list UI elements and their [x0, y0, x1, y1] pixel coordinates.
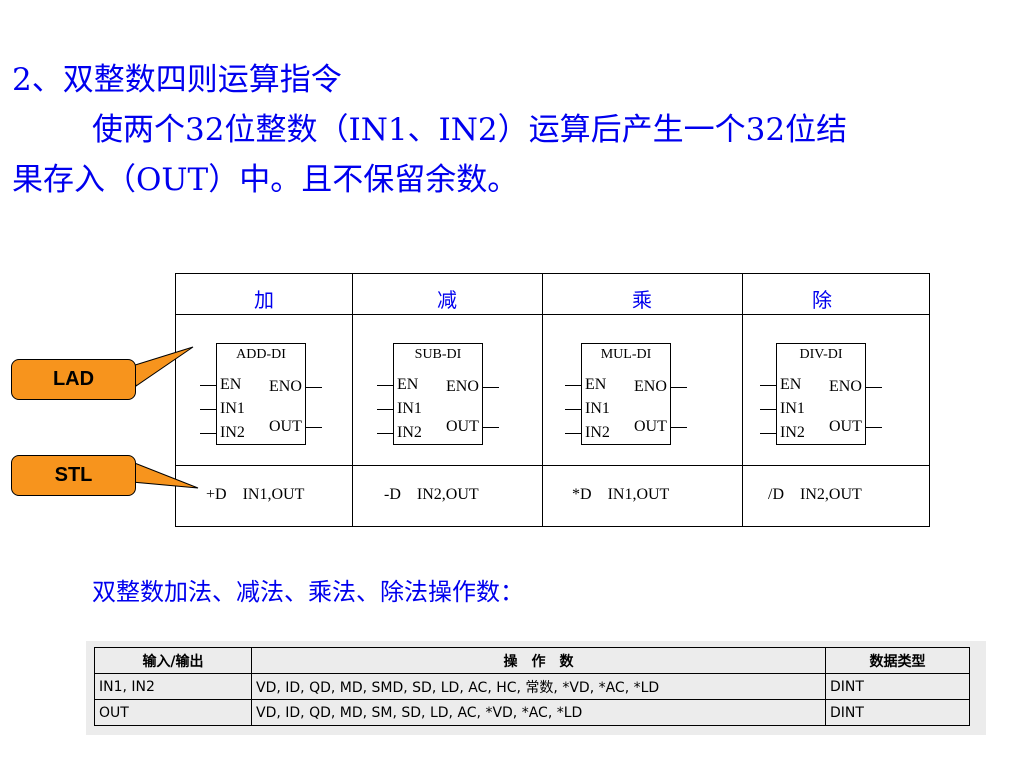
- header-datatype: 数据类型: [825, 647, 970, 674]
- stl-op: /D: [768, 486, 784, 503]
- pin-in2: IN2: [397, 424, 422, 441]
- pin-out: OUT: [269, 418, 302, 435]
- column-divider: [742, 274, 743, 526]
- pin-en: EN: [397, 376, 419, 393]
- header-sub: 减: [437, 288, 457, 312]
- stl-op: -D: [384, 486, 401, 503]
- pin-in1: IN1: [397, 400, 422, 417]
- header-div: 除: [812, 288, 832, 312]
- block-name: ADD-DI: [236, 347, 286, 362]
- pin-in2: IN2: [220, 424, 245, 441]
- div-di-block: DIV-DI EN ENO IN1 IN2 OUT: [776, 343, 866, 445]
- cell-datatype: DINT: [825, 673, 970, 700]
- instruction-table: 加 减 乘 除 ADD-DI EN ENO IN1 IN2 OUT SUB-DI…: [175, 273, 930, 527]
- pin-en: EN: [220, 376, 242, 393]
- pin-eno: ENO: [829, 378, 862, 395]
- pin-eno: ENO: [269, 378, 302, 395]
- pin-eno: ENO: [446, 378, 479, 395]
- cell-io: IN1, IN2: [94, 673, 252, 700]
- operand-table: 输入/输出 操 作 数 数据类型 IN1, IN2 VD, ID, QD, MD…: [94, 647, 970, 726]
- stl-args: IN2,OUT: [416, 486, 479, 503]
- header-io: 输入/输出: [94, 647, 252, 674]
- stl-args: IN1,OUT: [242, 486, 305, 503]
- column-divider: [542, 274, 543, 526]
- cell-operands: VD, ID, QD, MD, SMD, SD, LD, AC, HC, 常数,…: [251, 673, 826, 700]
- pin-out: OUT: [634, 418, 667, 435]
- pin-in1: IN1: [780, 400, 805, 417]
- description-line-2: 果存入（OUT）中。且不保留余数。: [12, 162, 519, 198]
- cell-operands: VD, ID, QD, MD, SM, SD, LD, AC, *VD, *AC…: [251, 699, 826, 726]
- lad-callout: LAD: [11, 359, 136, 400]
- header-add: 加: [254, 288, 274, 312]
- stl-div: /D IN2,OUT: [768, 486, 862, 504]
- page-title: 2、双整数四则运算指令: [12, 62, 342, 98]
- cell-datatype: DINT: [825, 699, 970, 726]
- pin-in2: IN2: [585, 424, 610, 441]
- pin-out: OUT: [446, 418, 479, 435]
- row-divider: [176, 314, 929, 315]
- pin-in1: IN1: [220, 400, 245, 417]
- table-row: IN1, IN2 VD, ID, QD, MD, SMD, SD, LD, AC…: [94, 673, 970, 700]
- description-line-1: 使两个32位整数（IN1、IN2）运算后产生一个32位结: [92, 112, 848, 148]
- stl-op: *D: [572, 486, 592, 503]
- add-di-block: ADD-DI EN ENO IN1 IN2 OUT: [216, 343, 306, 445]
- sub-di-block: SUB-DI EN ENO IN1 IN2 OUT: [393, 343, 483, 445]
- stl-args: IN2,OUT: [800, 486, 862, 503]
- stl-op: +D: [206, 486, 227, 503]
- cell-io: OUT: [94, 699, 252, 726]
- row-divider: [176, 465, 929, 466]
- header-operands: 操 作 数: [251, 647, 826, 674]
- pin-en: EN: [585, 376, 607, 393]
- stl-args: IN1,OUT: [607, 486, 670, 503]
- column-divider: [352, 274, 353, 526]
- pin-in1: IN1: [585, 400, 610, 417]
- pin-en: EN: [780, 376, 802, 393]
- stl-callout: STL: [11, 455, 136, 496]
- stl-mul: *D IN1,OUT: [572, 486, 669, 504]
- header-mul: 乘: [632, 288, 652, 312]
- block-name: DIV-DI: [799, 347, 843, 362]
- block-name: SUB-DI: [414, 347, 462, 362]
- pin-out: OUT: [829, 418, 862, 435]
- pin-eno: ENO: [634, 378, 667, 395]
- pin-in2: IN2: [780, 424, 805, 441]
- stl-add: +D IN1,OUT: [206, 486, 304, 504]
- table-row: OUT VD, ID, QD, MD, SM, SD, LD, AC, *VD,…: [94, 699, 970, 726]
- stl-sub: -D IN2,OUT: [384, 486, 479, 504]
- operands-title: 双整数加法、减法、乘法、除法操作数：: [92, 578, 524, 606]
- mul-di-block: MUL-DI EN ENO IN1 IN2 OUT: [581, 343, 671, 445]
- block-name: MUL-DI: [600, 347, 652, 362]
- table-header-row: 输入/输出 操 作 数 数据类型: [94, 647, 970, 674]
- operand-table-image: 输入/输出 操 作 数 数据类型 IN1, IN2 VD, ID, QD, MD…: [86, 641, 986, 735]
